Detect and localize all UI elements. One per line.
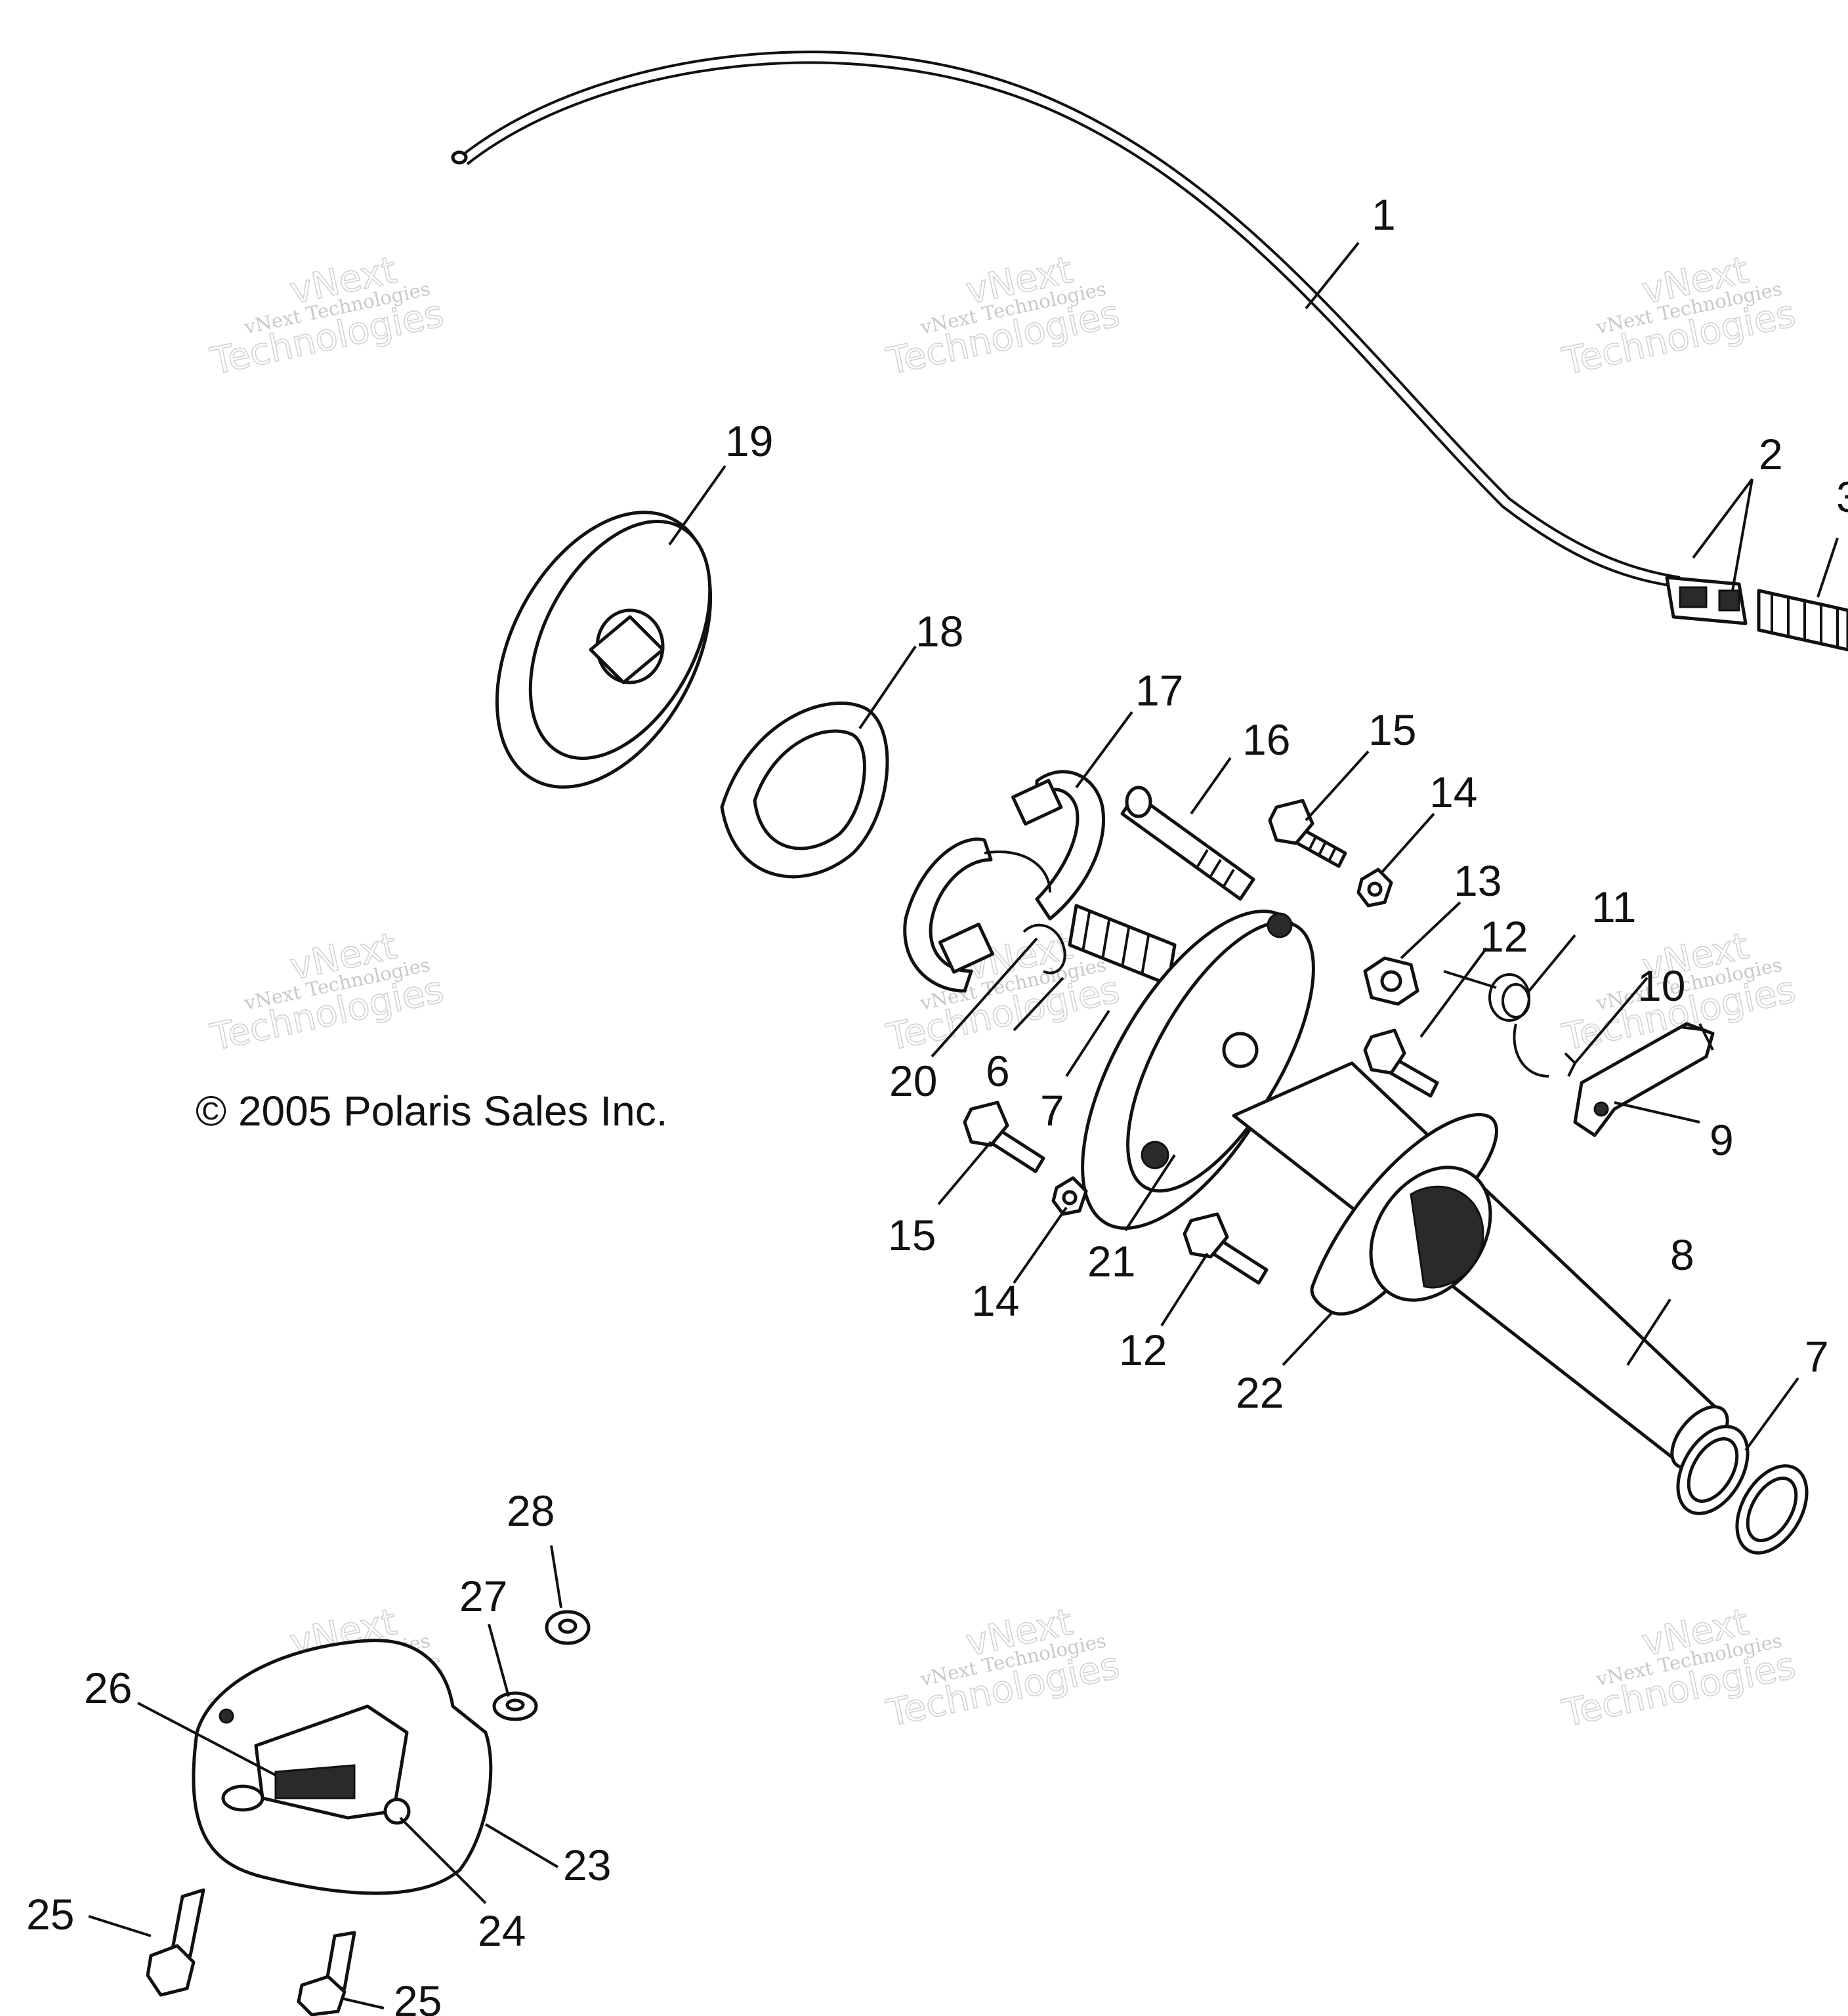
part-18-seal xyxy=(720,702,889,879)
callout-10: 10 xyxy=(1637,961,1685,1010)
callout-17: 17 xyxy=(1135,666,1183,715)
callout-11: 11 xyxy=(1591,883,1637,931)
watermark: vNext vNext Technologies Technologies xyxy=(1558,248,1799,384)
callout-27: 27 xyxy=(459,1572,507,1620)
callout-3: 3 xyxy=(1836,472,1848,521)
part-25-bolt xyxy=(297,1931,356,2016)
callout-19: 19 xyxy=(725,417,773,465)
part-7-seal xyxy=(1676,1425,1809,1555)
callout-26: 26 xyxy=(84,1664,132,1712)
callout-2: 2 xyxy=(1759,430,1783,478)
part-15-bolt xyxy=(1268,799,1347,868)
part-20-spring xyxy=(1022,923,1066,975)
callout-20: 20 xyxy=(889,1057,937,1105)
copyright-text: © 2005 Polaris Sales Inc. xyxy=(196,1087,668,1135)
part-27-washer xyxy=(492,1691,538,1721)
callout-28: 28 xyxy=(507,1486,555,1535)
part-13-nut xyxy=(1363,956,1419,1006)
callout-25: 25 xyxy=(394,1977,442,2016)
part-1-cable xyxy=(451,51,1681,588)
part-12-bolt xyxy=(1183,1212,1269,1285)
part-23-cover xyxy=(192,1639,493,1895)
callout-14: 14 xyxy=(1429,768,1477,816)
part-25-bolt xyxy=(146,1888,205,1997)
part-9-lever xyxy=(1573,1022,1715,1137)
callout-16: 16 xyxy=(1242,715,1290,764)
callout-13: 13 xyxy=(1454,856,1502,905)
callout-8: 8 xyxy=(1670,1230,1694,1279)
callout-12: 12 xyxy=(1119,1326,1167,1374)
part-14-nut xyxy=(1356,868,1393,908)
callout-1: 1 xyxy=(1372,190,1396,239)
callout-18: 18 xyxy=(915,607,963,656)
callout-22: 22 xyxy=(1236,1368,1284,1417)
watermark: vNext vNext Technologies Technologies xyxy=(882,248,1124,384)
leader-lines xyxy=(88,242,1839,2009)
part-2-cable-clamp xyxy=(1665,576,1748,625)
callout-7: 7 xyxy=(1040,1086,1064,1135)
watermark: vNext vNext Technologies Technologies xyxy=(882,1600,1124,1736)
callout-9: 9 xyxy=(1710,1116,1734,1164)
callout-12: 12 xyxy=(1480,912,1528,961)
callout-15: 15 xyxy=(888,1211,936,1259)
part-12-bolt xyxy=(1363,1028,1439,1098)
watermarks: vNext vNext Technologies Technologies vN… xyxy=(206,248,1799,1736)
callout-6: 6 xyxy=(986,1047,1010,1095)
part-19-brake-drum xyxy=(495,511,713,789)
part-15-bolt xyxy=(963,1101,1045,1173)
callout-21: 21 xyxy=(1087,1237,1135,1286)
part-22-flange xyxy=(1310,1113,1498,1316)
callout-14: 14 xyxy=(971,1276,1019,1325)
callout-25: 25 xyxy=(26,1890,74,1939)
part-16-pin xyxy=(1120,786,1255,901)
watermark: vNext vNext Technologies Technologies xyxy=(206,924,448,1060)
part-21-backing-plate xyxy=(1081,910,1315,1230)
part-3-cable-end xyxy=(1757,589,1848,652)
callout-7: 7 xyxy=(1805,1332,1829,1381)
part-11-spring xyxy=(1443,970,1549,1078)
callouts: 1 2 3 19 18 17 16 15 14 13 12 11 10 9 20… xyxy=(26,190,1848,2016)
part-28-nut xyxy=(545,1610,591,1645)
callout-24: 24 xyxy=(478,1906,526,1955)
part-14-nut xyxy=(1051,1176,1088,1216)
callout-15: 15 xyxy=(1368,705,1416,754)
part-17-brake-shoes xyxy=(903,770,1105,993)
callout-23: 23 xyxy=(563,1841,611,1889)
watermark: vNext vNext Technologies Technologies xyxy=(206,248,448,384)
watermark: vNext vNext Technologies Technologies xyxy=(1558,1600,1799,1736)
